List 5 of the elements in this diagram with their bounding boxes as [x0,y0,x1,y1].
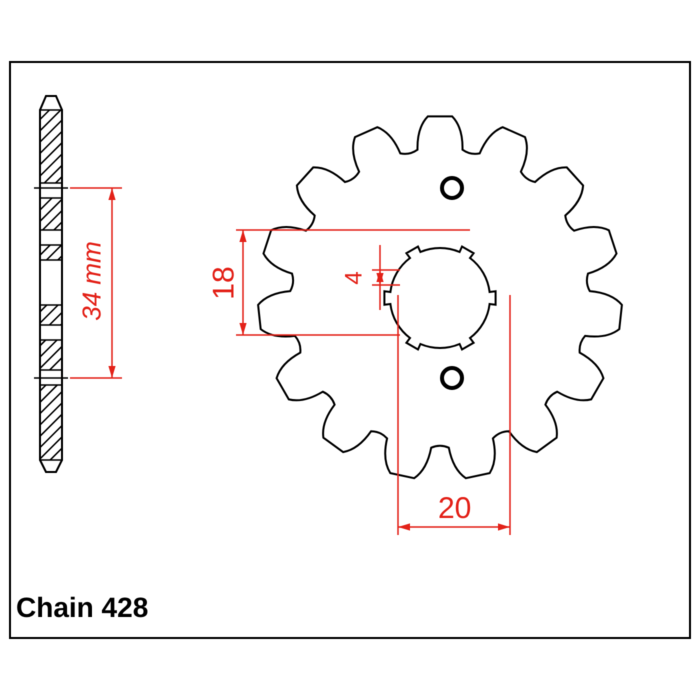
dimension-label: 34 mm [78,241,105,321]
dimension-label: 18 [210,266,240,300]
chain-size-label: Chain 428 [16,594,148,622]
dimension-label: 4 [342,271,367,285]
dimension-label: 20 [438,494,472,524]
